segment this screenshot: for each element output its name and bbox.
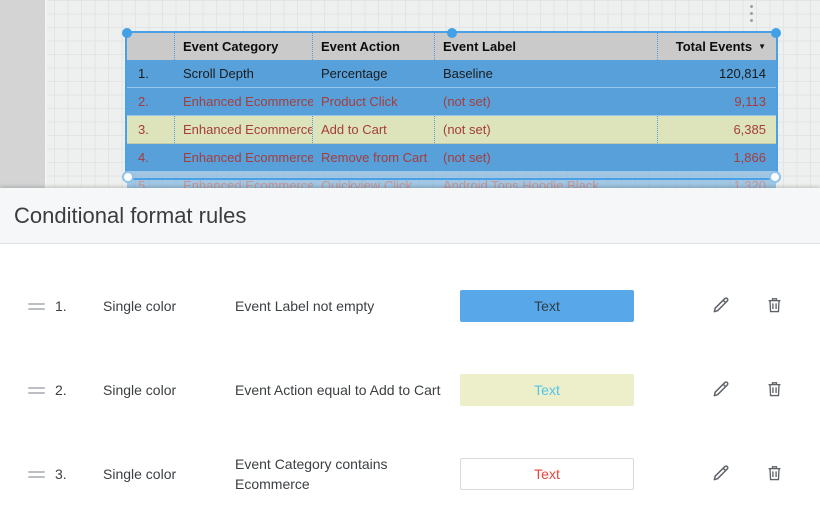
cell-total: 9,113 xyxy=(734,94,766,109)
resize-handle-top-right[interactable] xyxy=(771,28,781,38)
rule-type: Single color xyxy=(103,466,177,482)
cell-total: 120,814 xyxy=(719,66,766,81)
header-total-events[interactable]: Total Events ▼ xyxy=(675,39,766,54)
cell-label: (not set) xyxy=(443,94,491,109)
rule-number: 3. xyxy=(55,466,67,482)
edit-rule-button[interactable] xyxy=(711,379,731,402)
pencil-icon xyxy=(711,379,731,402)
row-number: 4. xyxy=(138,150,149,165)
cell-category: Enhanced Ecommerce xyxy=(183,150,313,165)
canvas-left-margin xyxy=(0,0,47,188)
rule-number: 1. xyxy=(55,298,67,314)
rule-condition: Event Label not empty xyxy=(235,298,375,314)
delete-rule-button[interactable] xyxy=(765,295,784,318)
header-event-category[interactable]: Event Category xyxy=(175,33,313,60)
resize-handle-top-center[interactable] xyxy=(446,28,457,38)
cell-action: Remove from Cart xyxy=(321,150,428,165)
pencil-icon xyxy=(711,463,731,486)
rule-type: Single color xyxy=(103,298,177,314)
table-row-highlighted[interactable]: 3. Enhanced Ecommerce Add to Cart (not s… xyxy=(127,116,776,144)
rule-condition: Event Action equal to Add to Cart xyxy=(235,382,441,398)
cell-total: 1,866 xyxy=(733,150,766,165)
table-row[interactable]: 1. Scroll Depth Percentage Baseline 120,… xyxy=(127,60,776,88)
cell-label: (not set) xyxy=(443,150,491,165)
more-options-icon[interactable] xyxy=(744,3,758,29)
rule-row-1: 1. Single color Event Label not empty Te… xyxy=(0,264,820,348)
sort-descending-icon: ▼ xyxy=(758,42,766,51)
format-preview-chip[interactable]: Text xyxy=(460,290,634,322)
table-row[interactable]: 4. Enhanced Ecommerce Remove from Cart (… xyxy=(127,144,776,172)
row-number: 2. xyxy=(138,94,149,109)
table-row[interactable]: 2. Enhanced Ecommerce Product Click (not… xyxy=(127,88,776,116)
drag-handle-icon[interactable] xyxy=(28,470,45,478)
drag-handle-icon[interactable] xyxy=(28,302,45,310)
rule-row-2: 2. Single color Event Action equal to Ad… xyxy=(0,348,820,432)
format-preview-chip[interactable]: Text xyxy=(460,374,634,406)
cell-category: Enhanced Ecommerce xyxy=(183,94,313,109)
rules-list: 1. Single color Event Label not empty Te… xyxy=(0,244,820,516)
panel-header: Conditional format rules xyxy=(0,188,820,244)
cell-category: Enhanced Ecommerce xyxy=(175,116,313,143)
header-rownum xyxy=(127,33,175,60)
resize-handle-bottom-right[interactable] xyxy=(769,171,781,183)
rule-row-3: 3. Single color Event Category contains … xyxy=(0,432,820,516)
row-number: 5. xyxy=(138,178,149,193)
rule-type: Single color xyxy=(103,382,177,398)
delete-rule-button[interactable] xyxy=(765,463,784,486)
delete-rule-button[interactable] xyxy=(765,379,784,402)
trash-icon xyxy=(765,379,784,402)
conditional-format-panel: Conditional format rules 1. Single color… xyxy=(0,188,820,524)
drag-handle-icon[interactable] xyxy=(28,386,45,394)
trash-icon xyxy=(765,463,784,486)
edit-rule-button[interactable] xyxy=(711,295,731,318)
cell-action: Product Click xyxy=(321,94,398,109)
rule-condition: Event Category contains Ecommerce xyxy=(235,456,388,492)
rule-number: 2. xyxy=(55,382,67,398)
cell-action: Percentage xyxy=(321,66,388,81)
header-event-action[interactable]: Event Action xyxy=(313,33,435,60)
resize-handle-bottom-left[interactable] xyxy=(122,171,134,183)
events-table[interactable]: Event Category Event Action Event Label … xyxy=(127,33,776,199)
trash-icon xyxy=(765,295,784,318)
cell-label: Baseline xyxy=(443,66,493,81)
cell-label: (not set) xyxy=(435,116,658,143)
format-preview-chip[interactable]: Text xyxy=(460,458,634,490)
cell-total: 6,385 xyxy=(733,122,766,137)
pencil-icon xyxy=(711,295,731,318)
header-event-label[interactable]: Event Label xyxy=(435,33,658,60)
row-number: 3. xyxy=(127,116,175,143)
edit-rule-button[interactable] xyxy=(711,463,731,486)
row-number: 1. xyxy=(138,66,149,81)
cell-category: Scroll Depth xyxy=(183,66,254,81)
resize-handle-top-left[interactable] xyxy=(122,28,132,38)
panel-title: Conditional format rules xyxy=(14,202,247,228)
cell-action: Add to Cart xyxy=(313,116,435,143)
